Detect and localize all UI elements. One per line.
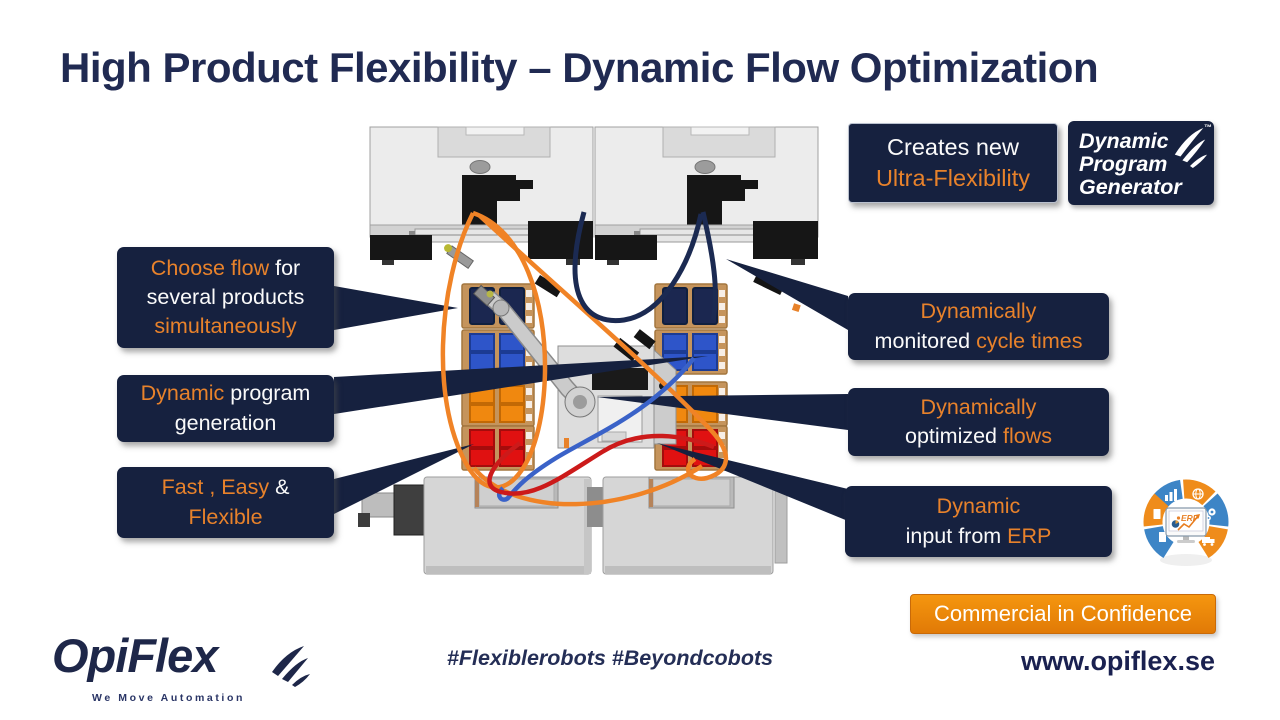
callout-text: for — [269, 255, 301, 280]
pointer-program-generation — [334, 356, 708, 414]
hashtags-text: #Flexiblerobots #Beyondcobots — [446, 646, 774, 670]
erp-cycle-icon: ERP — [1138, 474, 1234, 570]
callout-optimized-flows: Dynamically optimized flows — [848, 388, 1109, 456]
callout-text: input from — [905, 523, 1002, 548]
callout-choose-flow: Choose flow for several products simulta… — [117, 247, 334, 348]
callout-text: cycle times — [970, 328, 1083, 353]
flow-lines — [440, 210, 728, 507]
creates-new-box: Creates new Ultra-Flexibility — [848, 123, 1058, 203]
erp-segment-glyphs — [1153, 488, 1216, 546]
website-url: www.opiflex.se — [1020, 646, 1215, 676]
callout-line: Dynamic — [936, 494, 1021, 519]
pointer-optimized-flows — [597, 394, 848, 430]
callout-fast-easy-flexible: Fast , Easy & Flexible — [117, 467, 334, 538]
flow-line-orange-loop — [440, 210, 548, 490]
leaf-swoosh-icon — [1174, 128, 1208, 168]
load-station-left — [358, 476, 592, 575]
creates-line2: Ultra-Flexibility — [875, 165, 1031, 191]
erp-label: ERP — [1181, 513, 1199, 523]
pointer-fast-easy — [334, 444, 474, 514]
cnc-machine-right — [594, 126, 819, 265]
callout-line: simultaneously — [154, 314, 297, 339]
callout-text: flows — [997, 424, 1052, 448]
callout-pointers — [334, 259, 848, 521]
dpg-line3: Generator — [1079, 174, 1182, 199]
callout-line: Dynamically — [920, 394, 1037, 419]
opiflex-leaf-icon — [272, 646, 310, 687]
callout-text: Fast , Easy — [161, 475, 270, 500]
flow-line-navy-v — [572, 211, 704, 324]
callout-line: Dynamic program — [117, 379, 334, 408]
callout-line: input from ERP — [845, 522, 1112, 551]
callout-text: monitored — [874, 328, 971, 353]
callout-text: & — [269, 475, 290, 500]
callout-text: ERP — [1001, 523, 1052, 548]
creates-line1: Creates new — [887, 134, 1019, 161]
opiflex-tagline: We Move Automation — [92, 692, 245, 704]
callout-line: Dynamically — [920, 299, 1037, 324]
callout-line: Fast , Easy & — [117, 473, 334, 502]
callout-line: generation — [174, 410, 277, 435]
opiflex-logo-text: OpiFlex — [52, 629, 218, 682]
confidence-text: Commercial in Confidence — [934, 601, 1192, 626]
page-title: High Product Flexibility – Dynamic Flow … — [60, 44, 1099, 91]
callout-line: monitored cycle times — [848, 327, 1109, 356]
callout-cycle-times: Dynamically monitored cycle times — [848, 293, 1109, 360]
cnc-machine-left — [369, 126, 594, 265]
dynamic-program-generator-logo: Dynamic Program Generator ™ — [1068, 121, 1214, 205]
pointer-erp-input — [657, 443, 848, 521]
callout-erp-input: Dynamic input from ERP — [845, 486, 1112, 557]
pointer-choose-flow — [334, 286, 458, 330]
callout-text: optimized — [905, 424, 998, 448]
load-station-right — [587, 476, 788, 575]
callout-text: program — [224, 381, 311, 406]
callout-line: optimized flows — [848, 422, 1109, 451]
dpg-line1: Dynamic — [1079, 129, 1169, 153]
flow-line-orange-bottom — [472, 464, 704, 507]
callout-text: Choose flow — [150, 255, 270, 280]
pallet-stack-left — [461, 283, 535, 471]
callout-line: Flexible — [188, 504, 263, 529]
flow-line-navy-stub — [700, 211, 718, 321]
dpg-line2: Program — [1079, 151, 1168, 176]
callout-program-generation: Dynamic program generation — [117, 375, 334, 442]
callout-text: Dynamic — [140, 381, 225, 406]
opiflex-logo: OpiFlex We Move Automation — [52, 629, 322, 716]
callout-line: Choose flow for — [117, 254, 334, 283]
callout-line: several products — [146, 284, 305, 309]
pointer-cycle-times — [726, 259, 848, 330]
trademark-symbol: ™ — [1204, 123, 1212, 132]
flow-line-blue — [497, 356, 696, 502]
flow-line-orange-cross — [478, 214, 728, 481]
confidence-badge: Commercial in Confidence — [910, 594, 1216, 634]
flow-line-red — [487, 433, 715, 496]
